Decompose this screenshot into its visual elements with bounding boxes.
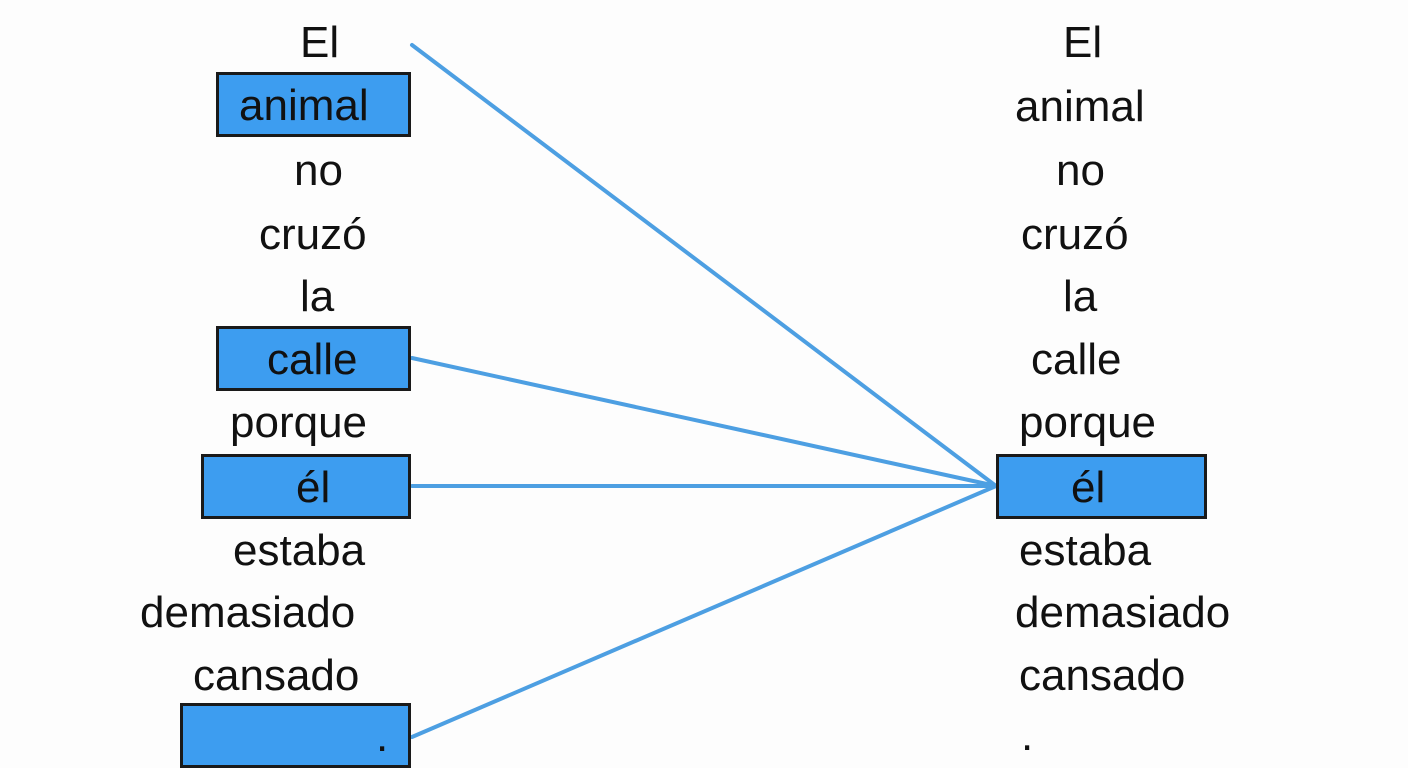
connection-line-11-to-7 xyxy=(410,484,998,739)
right-token-no: no xyxy=(1056,146,1105,195)
connection-line-5-to-7 xyxy=(410,356,998,488)
right-token-cansado: cansado xyxy=(1019,651,1186,700)
right-token-animal: animal xyxy=(1015,82,1145,131)
right-token-el: El xyxy=(1063,18,1103,67)
left-token-la: la xyxy=(300,272,335,321)
right-token-cruzo: cruzó xyxy=(1021,210,1129,259)
left-token-cruzo: cruzó xyxy=(259,210,367,259)
left-token-el: El xyxy=(300,18,340,67)
right-token-calle: calle xyxy=(1031,335,1122,384)
right-token-el-pronoun: él xyxy=(996,454,1207,519)
left-token-cansado: cansado xyxy=(193,651,360,700)
left-token-demasiado: demasiado xyxy=(140,588,356,637)
right-token-period: . xyxy=(1021,711,1034,760)
left-token-estaba: estaba xyxy=(233,526,366,575)
left-token-no: no xyxy=(294,146,343,195)
left-token-period: . xyxy=(180,703,411,768)
left-token-porque: porque xyxy=(230,398,368,447)
connection-line-0-to-7 xyxy=(410,43,998,488)
right-token-porque: porque xyxy=(1019,398,1157,447)
right-token-estaba: estaba xyxy=(1019,526,1152,575)
left-token-calle: calle xyxy=(216,326,411,391)
right-token-la: la xyxy=(1063,272,1098,321)
left-token-el-pronoun: él xyxy=(201,454,411,519)
left-token-animal: animal xyxy=(216,72,411,137)
right-token-demasiado: demasiado xyxy=(1015,588,1231,637)
